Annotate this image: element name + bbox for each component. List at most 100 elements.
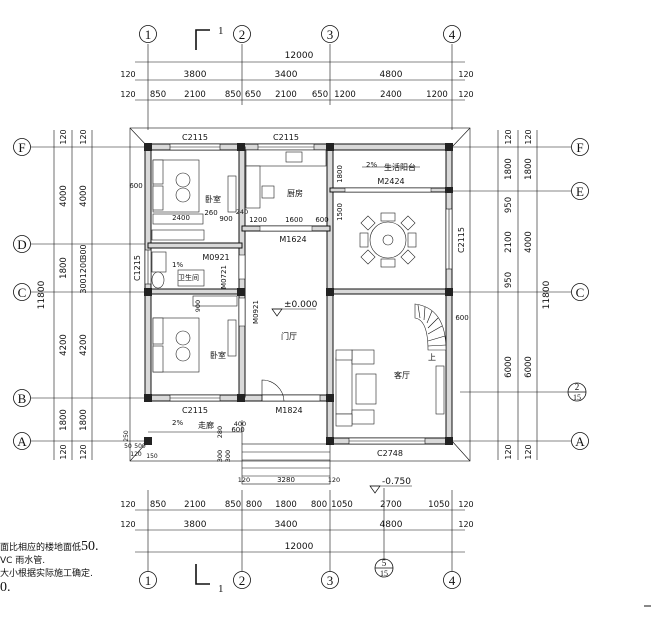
top-dimensions: 12000 3800 3400 4800 120 120 120 120 850…: [120, 44, 474, 130]
svg-text:4000: 4000: [524, 231, 534, 253]
axis-bubble-A-left: A: [17, 434, 27, 449]
left-dimensions: 11800 4000 1800 4200 1800 4000 300 1200 …: [31, 129, 148, 460]
svg-text:2100: 2100: [184, 90, 206, 100]
svg-text:1800: 1800: [524, 158, 534, 180]
svg-text:120: 120: [79, 444, 88, 459]
room-label-hall: 门厅: [281, 331, 297, 341]
svg-text:300: 300: [79, 244, 88, 259]
svg-text:850: 850: [225, 90, 241, 100]
svg-text:C2115: C2115: [273, 133, 299, 142]
room-labels: 卧室 厨房 2% 生活阳台 1% 卫生间 门厅 卧室 客厅 上 2% 走廊: [172, 161, 436, 430]
drawing-notes: 面比相应的楼地面低50. VC 雨水管. 大小根据实际施工确定. 0.: [0, 540, 99, 596]
svg-text:M2424: M2424: [377, 177, 404, 186]
svg-text:950: 950: [504, 197, 514, 213]
svg-text:3800: 3800: [184, 520, 207, 530]
svg-text:C1215: C1215: [133, 255, 142, 281]
bottom-dimensions: 120 120 120 120 850 2100 850 800 1800 80…: [120, 490, 474, 572]
svg-text:C2115: C2115: [182, 133, 208, 142]
svg-text:120: 120: [120, 70, 135, 79]
dim-bottom-total: 12000: [285, 542, 314, 552]
svg-text:600: 600: [455, 314, 468, 322]
svg-text:240: 240: [236, 208, 248, 216]
svg-text:150: 150: [146, 453, 158, 460]
svg-text:300: 300: [224, 450, 232, 462]
svg-text:M0921: M0921: [202, 253, 229, 262]
axis-bubble-4-top: 4: [449, 27, 456, 42]
svg-text:600: 600: [231, 426, 244, 434]
svg-text:300: 300: [216, 450, 224, 462]
room-label-bedroom-top: 卧室: [205, 194, 221, 204]
elevation-marks: ±0.000 -0.750: [271, 300, 412, 494]
svg-text:850: 850: [150, 90, 166, 100]
axis-bubble-4-bottom: 4: [449, 573, 456, 588]
axis-bubble-1-top: 1: [145, 27, 152, 42]
axis-bubble-D-left: D: [17, 237, 26, 252]
svg-text:1200: 1200: [334, 90, 356, 100]
room-label-bathroom: 卫生间: [178, 273, 199, 282]
svg-text:900: 900: [219, 215, 232, 223]
svg-text:2100: 2100: [275, 90, 297, 100]
axis-bubble-F-right: F: [576, 140, 583, 155]
svg-text:1500: 1500: [336, 203, 344, 221]
svg-text:C2115: C2115: [457, 227, 466, 253]
note-line-4: 0.: [0, 580, 11, 595]
top-axis-bubbles: 1 2 3 4: [139, 25, 461, 43]
detail-index-5-15-den: 15: [380, 569, 388, 578]
svg-text:120: 120: [524, 444, 533, 459]
svg-text:1200: 1200: [426, 90, 448, 100]
interior-dimensions: 600 600 2400 260 900 240 1200 1600 600 1…: [123, 165, 469, 484]
svg-text:4200: 4200: [59, 334, 69, 356]
svg-text:M1824: M1824: [275, 406, 302, 415]
left-axis-bubbles: F D C B A: [13, 138, 31, 450]
svg-text:M0921: M0921: [252, 300, 260, 324]
dim-right-total: 11800: [542, 280, 552, 309]
svg-text:850: 850: [225, 500, 241, 510]
bath-slope: 1%: [172, 261, 183, 269]
axis-bubble-A-right: A: [575, 434, 585, 449]
svg-text:260: 260: [204, 209, 217, 217]
dim-top-total: 12000: [285, 51, 314, 61]
svg-text:1800: 1800: [336, 165, 344, 183]
axis-bubble-B-left: B: [18, 391, 27, 406]
svg-text:1800: 1800: [504, 158, 514, 180]
svg-text:1600: 1600: [285, 216, 303, 224]
svg-text:120: 120: [458, 500, 473, 509]
note-line-1: 面比相应的楼地面低50.: [0, 539, 99, 554]
svg-text:800: 800: [311, 500, 327, 510]
svg-text:900: 900: [194, 300, 202, 312]
svg-text:650: 650: [312, 90, 328, 100]
axis-bubble-3-bottom: 3: [327, 573, 334, 588]
svg-text:120: 120: [458, 90, 473, 99]
svg-text:120: 120: [458, 520, 473, 529]
outside-elevation: -0.750: [382, 477, 411, 487]
axis-bubble-C-left: C: [18, 285, 27, 300]
svg-text:50: 50: [124, 443, 132, 450]
room-label-corridor: 走廊: [198, 420, 214, 430]
dim-left-total: 11800: [37, 280, 47, 309]
svg-text:120: 120: [130, 451, 142, 458]
svg-text:6000: 6000: [524, 356, 534, 378]
svg-text:1800: 1800: [59, 257, 69, 279]
svg-text:3280: 3280: [277, 476, 295, 484]
svg-text:4800: 4800: [380, 70, 403, 80]
svg-text:800: 800: [246, 500, 262, 510]
svg-text:120: 120: [504, 444, 513, 459]
axis-bubble-F-left: F: [18, 140, 25, 155]
axis-bubble-2-top: 2: [239, 27, 246, 42]
axis-bubble-C-right: C: [576, 285, 585, 300]
svg-text:2400: 2400: [172, 214, 190, 222]
axis-bubble-E-right: E: [576, 184, 584, 199]
svg-text:4000: 4000: [59, 185, 69, 207]
svg-text:C2115: C2115: [182, 406, 208, 415]
furniture: [148, 149, 447, 485]
svg-text:250: 250: [123, 430, 130, 442]
building-walls: [129, 127, 471, 462]
detail-index-2-15-den: 15: [573, 393, 581, 402]
slope-balcony: 2%: [366, 161, 377, 169]
opening-labels: C2115 C2115 C2115 C2115 C1215 M2424 M162…: [133, 133, 466, 458]
svg-text:600: 600: [315, 216, 328, 224]
svg-text:120: 120: [120, 500, 135, 509]
svg-text:4000: 4000: [79, 185, 89, 207]
svg-text:1200: 1200: [249, 216, 267, 224]
